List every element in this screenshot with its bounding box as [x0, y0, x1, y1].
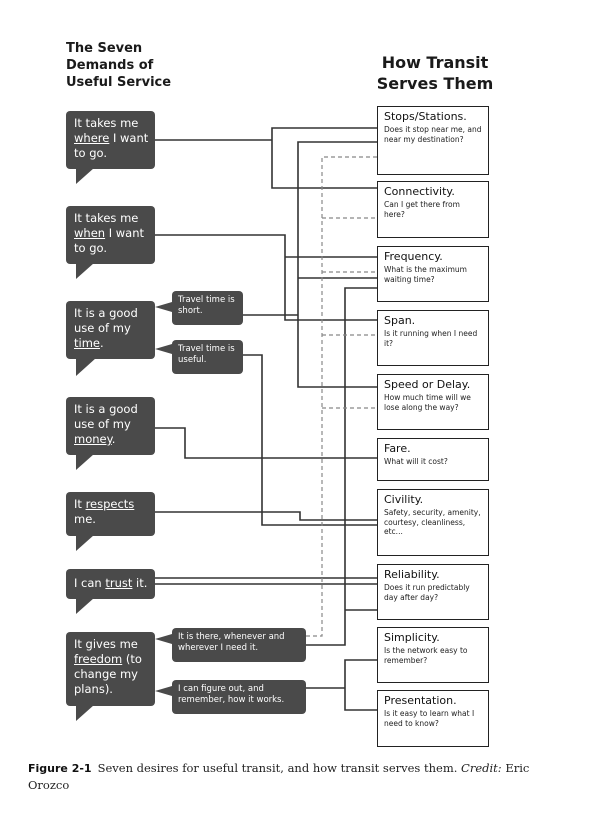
service-connectivity: Connectivity.Can I get there from here?: [377, 181, 489, 238]
bubble-tail: [76, 598, 94, 614]
demand-trust: I can trust it.: [66, 569, 155, 599]
connector-figure: [306, 659, 377, 711]
bubble-tail: [155, 344, 172, 354]
right-header: How Transit Serves Them: [376, 53, 494, 93]
left-header: The Seven Demands of Useful Service: [66, 41, 172, 90]
figure-caption: Figure 2-1 Seven desires for useful trans…: [28, 760, 568, 793]
bubble-tail: [155, 302, 172, 312]
connector-money: [155, 427, 377, 459]
service-reliability: Reliability.Does it run predictably day …: [377, 564, 489, 620]
service-fare: Fare.What will it cost?: [377, 438, 489, 481]
figure-label: Figure 2-1: [28, 762, 92, 775]
connector-short: [243, 141, 377, 388]
bubble-tail: [155, 686, 172, 696]
service-simplicity: Simplicity.Is the network easy to rememb…: [377, 627, 489, 683]
caption-credit-label: Credit:: [461, 761, 502, 775]
connector-there-solid: [306, 287, 377, 646]
demand-freedom: It gives me freedom (to change my plans)…: [66, 632, 155, 706]
service-presentation: Presentation.Is it easy to learn what I …: [377, 690, 489, 747]
sub-travel-time-short: Travel time is short.: [172, 291, 243, 325]
service-frequency: Frequency.What is the maximum waiting ti…: [377, 246, 489, 302]
connector-useful: [243, 354, 377, 526]
bubble-tail: [76, 263, 94, 279]
bubble-tail: [76, 358, 96, 376]
sub-travel-time-useful: Travel time is useful.: [172, 340, 243, 374]
service-span: Span.Is it running when I need it?: [377, 310, 489, 366]
connector-trust: [155, 577, 377, 585]
connector-respects: [155, 511, 377, 521]
demand-time: It is a good use of my time.: [66, 301, 155, 359]
sub-there-whenever: It is there, whenever and wherever I nee…: [172, 628, 306, 662]
service-speed-delay: Speed or Delay.How much time will we los…: [377, 374, 489, 430]
bubble-tail: [76, 454, 94, 470]
connector-there-dashed: [306, 156, 377, 637]
bubble-tail: [76, 535, 94, 551]
bubble-tail: [76, 168, 94, 184]
demand-where: It takes me where I want to go.: [66, 111, 155, 169]
service-civility: Civility.Safety, security, amenity, cour…: [377, 489, 489, 556]
bubble-tail: [155, 634, 172, 644]
connector-when: [155, 234, 377, 321]
caption-text: Seven desires for useful transit, and ho…: [97, 761, 462, 775]
demand-when: It takes me when I want to go.: [66, 206, 155, 264]
demand-money: It is a good use of my money.: [66, 397, 155, 455]
demand-respects: It respects me.: [66, 492, 155, 536]
bubble-tail: [76, 705, 94, 721]
sub-figure-out: I can figure out, and remember, how it w…: [172, 680, 306, 714]
service-stops-stations: Stops/Stations.Does it stop near me, and…: [377, 106, 489, 175]
caption-credit: Eric Orozco: [28, 761, 530, 792]
connector-where: [155, 127, 377, 189]
